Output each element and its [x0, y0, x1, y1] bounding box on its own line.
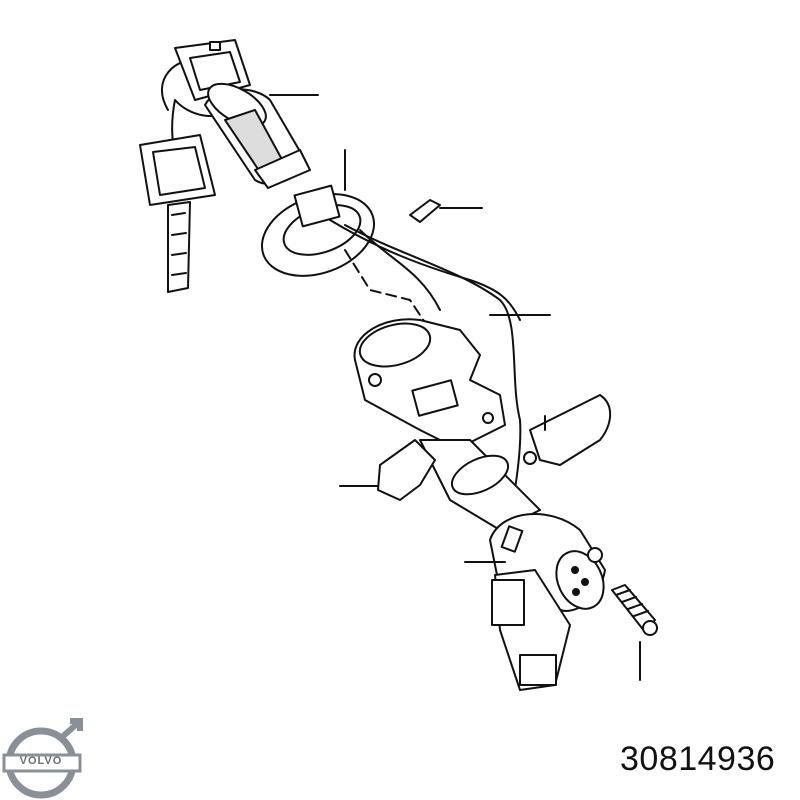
- screw-icon: [409, 199, 441, 223]
- ignition-key-icon: [139, 134, 216, 293]
- wire-connector: [293, 184, 341, 228]
- part-number: 30814936: [620, 740, 776, 778]
- brand-logo-text: VOLVO: [19, 755, 63, 767]
- ignition-lock-cylinder-icon: [204, 82, 311, 189]
- volvo-logo-icon: [2, 718, 83, 799]
- wire-plug: [500, 525, 524, 553]
- dashed-path: [344, 249, 431, 331]
- lever-arm: [529, 394, 612, 466]
- wiring-harness: [344, 224, 522, 521]
- switch-connector: [491, 569, 571, 691]
- screw-icon: [611, 584, 658, 636]
- lock-housing: [353, 318, 506, 446]
- mounting-bracket: [377, 439, 436, 501]
- wiring-harness: [359, 229, 441, 311]
- mount-hole: [523, 451, 537, 465]
